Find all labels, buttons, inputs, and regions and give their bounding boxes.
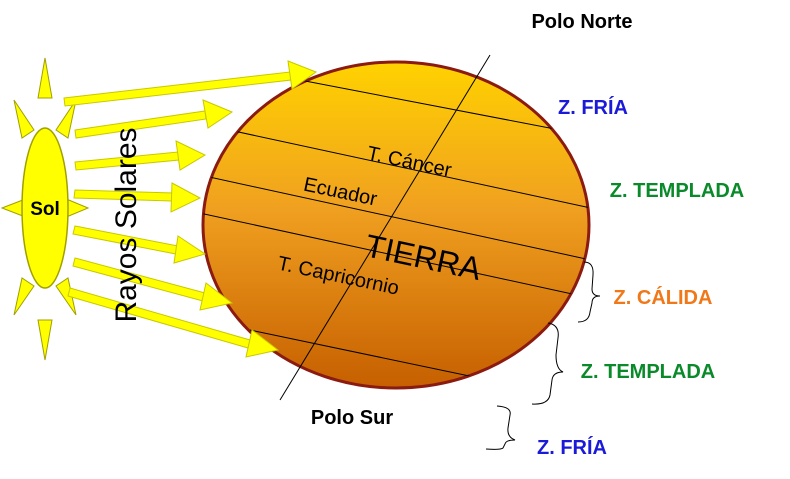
sun-spike-top <box>37 57 53 99</box>
brace-fria-south <box>485 405 516 450</box>
arctic-circle-line <box>299 79 561 131</box>
ray-arrow <box>74 140 207 171</box>
south-pole-label: Polo Sur <box>311 407 393 429</box>
earth-axis <box>279 54 491 401</box>
sun-body <box>21 127 69 289</box>
tropic-cancer-line <box>219 127 589 211</box>
zone-templada-north: Z. TEMPLADA <box>610 180 744 202</box>
solar-ray-arrows <box>63 60 318 358</box>
earth-globe <box>201 60 591 390</box>
sun-label: Sol <box>30 199 60 220</box>
equator-line <box>203 174 589 263</box>
tropic-capricorn-line <box>203 211 589 301</box>
brace-calida <box>577 261 601 323</box>
zone-braces <box>485 261 601 450</box>
brace-templada-south <box>531 322 564 405</box>
zone-calida: Z. CÁLIDA <box>614 286 713 309</box>
zone-fria-south: Z. FRÍA <box>537 436 607 459</box>
sun-spike-top-left <box>13 99 35 139</box>
ray-arrow <box>72 225 207 264</box>
ray-arrow <box>74 99 234 139</box>
sun-spike-bottom-left <box>13 277 35 316</box>
zone-fria-north: Z. FRÍA <box>558 96 628 119</box>
sun-spike-bottom <box>37 319 53 361</box>
north-pole-label: Polo Norte <box>531 11 632 33</box>
ray-arrow <box>67 287 280 358</box>
ray-arrow <box>63 60 318 107</box>
sun-spike-top-right <box>55 99 77 139</box>
ray-arrow <box>73 182 202 213</box>
zone-templada-south: Z. TEMPLADA <box>581 361 715 383</box>
ray-arrow <box>72 257 234 311</box>
solar-rays-label: Rayos Solares <box>110 127 143 322</box>
